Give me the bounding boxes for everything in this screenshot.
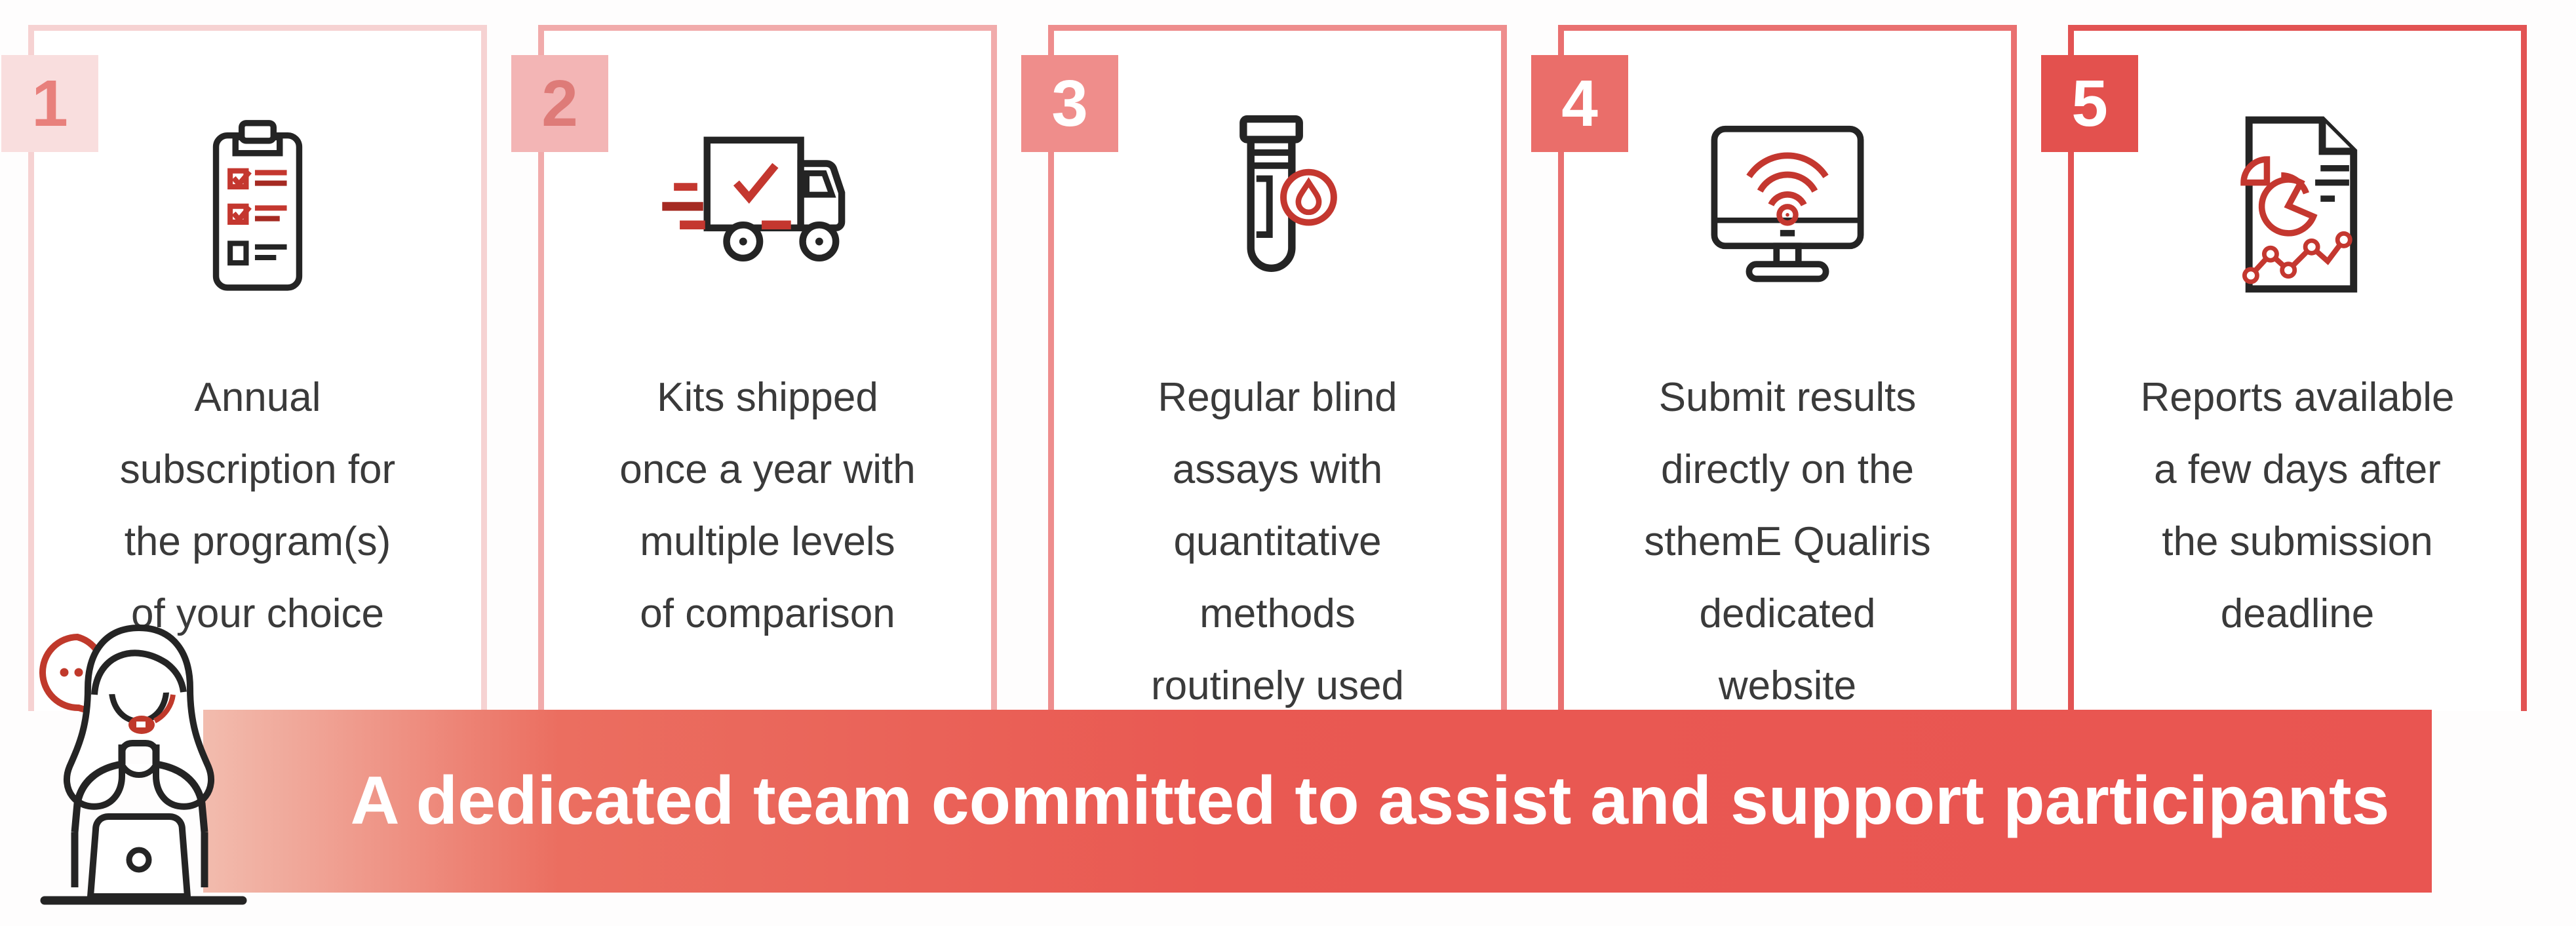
delivery-truck-icon bbox=[544, 103, 991, 306]
step-number-badge: 1 bbox=[1, 55, 98, 152]
step-description: Submit results directly on the sthemE Qu… bbox=[1644, 375, 1931, 708]
monitor-wifi-icon bbox=[1564, 103, 2011, 306]
step-number-badge: 3 bbox=[1021, 55, 1118, 152]
clipboard-checklist-icon bbox=[34, 103, 481, 306]
banner-text: A dedicated team committed to assist and… bbox=[350, 763, 2390, 839]
step-box-5: 5 Reports available a few days after the… bbox=[2041, 25, 2527, 711]
step-box-4: 4 Submit results directly on the sthemE … bbox=[1531, 25, 2017, 711]
step-description: Reports available a few days after the s… bbox=[2140, 375, 2455, 636]
step-box-1: 1 Annual subscription for the program(s)… bbox=[1, 25, 487, 711]
laptop-icon bbox=[87, 813, 191, 900]
report-charts-icon bbox=[2074, 103, 2521, 306]
step-box-2: 2 Kits shipped once a year with multiple… bbox=[511, 25, 997, 711]
step-number-badge: 2 bbox=[511, 55, 608, 152]
test-tube-drop-icon bbox=[1054, 103, 1501, 306]
step-number-badge: 5 bbox=[2041, 55, 2138, 152]
step-box-3: 3 Regular blind assays with quantitative… bbox=[1021, 25, 1507, 711]
step-description: Regular blind assays with quantitative m… bbox=[1150, 375, 1405, 708]
step-description: Kits shipped once a year with multiple l… bbox=[619, 375, 916, 636]
headset-mic-icon bbox=[128, 694, 176, 734]
step-number-badge: 4 bbox=[1531, 55, 1628, 152]
support-agent-illustration bbox=[26, 616, 252, 917]
support-banner: A dedicated team committed to assist and… bbox=[203, 710, 2432, 893]
step-description: Annual subscription for the program(s) o… bbox=[119, 375, 396, 636]
